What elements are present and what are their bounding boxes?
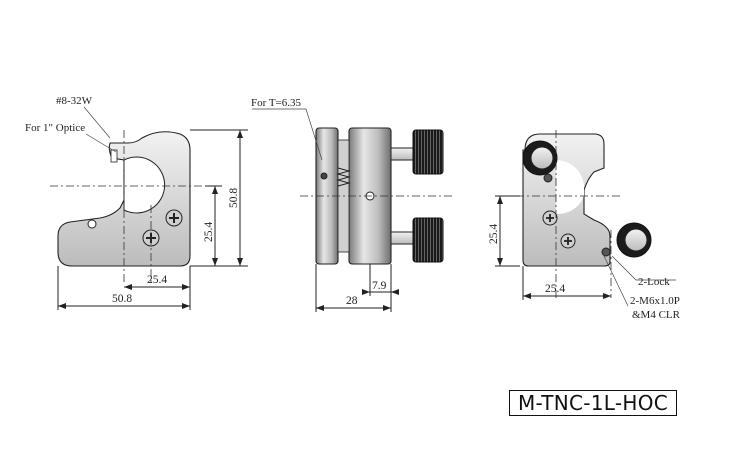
front-adjuster-screw-cross [169, 213, 179, 223]
rear-lock-screw-bottom [601, 247, 611, 257]
side-depth-dim: 28 [346, 295, 358, 307]
front-view [50, 130, 205, 285]
side-view [300, 127, 455, 265]
front-half-height-dim: 25.4 [203, 222, 215, 242]
front-hole [87, 219, 97, 229]
side-top-shaft [390, 147, 414, 161]
rear-lock-label: 2-Lock [638, 276, 670, 288]
front-width-dim: 50.8 [112, 293, 132, 305]
front-thread-label: #8-32W [56, 95, 93, 107]
rear-view [500, 130, 652, 298]
rear-top-knob-face [530, 146, 554, 170]
rear-thread-label-2: &M4 CLR [632, 309, 681, 321]
rear-half-width-dim: 25.4 [545, 283, 565, 295]
side-offset-dim: 7.9 [372, 280, 387, 292]
rear-thread-label-1: 2-M6x1.0P [630, 295, 680, 307]
front-optic-bore [123, 156, 166, 214]
side-thickness-label: For T=6.35 [251, 97, 302, 109]
side-bottom-shaft [390, 231, 414, 245]
side-spring [336, 167, 351, 187]
model-number-box: M-TNC-1L-HOC [509, 390, 677, 416]
rear-optic-bore-fill [556, 159, 584, 215]
side-top-knob [412, 129, 444, 175]
front-height-dim: 50.8 [228, 188, 240, 208]
front-half-width-dim: 25.4 [147, 274, 167, 286]
rear-lock-screw-top [543, 173, 553, 183]
side-bottom-knob [412, 217, 444, 263]
model-number: M-TNC-1L-HOC [517, 391, 669, 415]
front-thread-slot [110, 149, 118, 163]
front-optic-label: For 1" Optice [25, 122, 85, 134]
rear-half-height-dim: 25.4 [488, 224, 500, 244]
rear-bottom-knob-face [624, 228, 648, 252]
side-set-screw [320, 172, 328, 180]
